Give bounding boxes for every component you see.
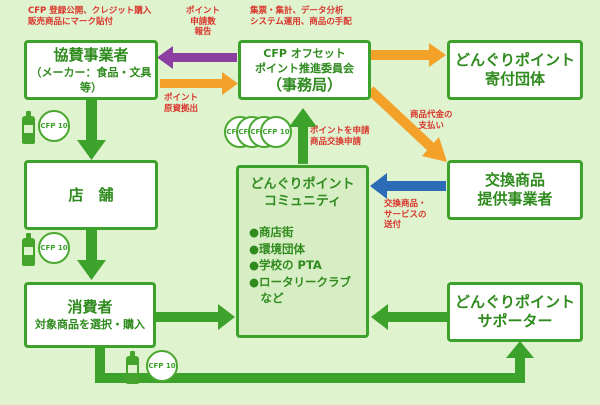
bottle-icon xyxy=(22,111,35,144)
arrow-apply xyxy=(289,108,317,164)
supporter-node: どんぐりポイント サポーター xyxy=(447,282,583,342)
consumer-subtitle: 対象商品を選択・購入 xyxy=(35,318,145,331)
supporter-line1: どんぐりポイント xyxy=(454,293,575,311)
label-point-fund: ポイント 原資拠出 xyxy=(164,93,199,114)
cfp-badge-icon: CFP 10 xyxy=(146,350,178,382)
community-title-line2: コミュニティ xyxy=(263,194,342,209)
supporter-line2: サポーター xyxy=(477,312,553,330)
community-item: ●商店街 xyxy=(249,225,294,239)
sponsor-node: 協賛事業者 （メーカー：食品・文具等） xyxy=(24,40,158,100)
arrow-shipping xyxy=(370,173,446,199)
office-node: CFP オフセット ポイント推進委員会 （事務局） xyxy=(238,40,371,100)
sponsor-subtitle: （メーカー：食品・文具等） xyxy=(30,65,152,94)
community-title: どんぐりポイント コミュニティ xyxy=(239,176,366,210)
donation-line2: 寄付団体 xyxy=(484,70,545,88)
community-item: ●学校の PTA xyxy=(249,258,322,272)
cfp-badge-icon: CFP 10 xyxy=(38,232,70,264)
arrow-consumer-community xyxy=(155,304,235,330)
arrow-point-report xyxy=(157,46,237,69)
arrow-consumer-supporter xyxy=(95,341,534,383)
donation-node: どんぐりポイント 寄付団体 xyxy=(447,40,583,100)
bottle-icon xyxy=(126,351,139,384)
community-title-line1: どんぐりポイント xyxy=(250,177,355,192)
consumer-node: 消費者 対象商品を選択・購入 xyxy=(24,282,156,348)
consumer-title: 消費者 xyxy=(67,298,113,316)
arrow-supporter-community xyxy=(371,304,447,330)
office-line1: CFP オフセット xyxy=(263,46,346,60)
exchange-line2: 提供事業者 xyxy=(477,190,553,208)
arrow-sponsor-store xyxy=(77,100,106,160)
label-payment: 商品代金の 支払い xyxy=(410,110,453,131)
label-admin-tasks: 集票・集計、データ分析 システム運用、商品の手配 xyxy=(250,6,352,27)
label-cfp-register: CFP 登録公開、クレジット購入 販売商品にマーク貼付 xyxy=(28,6,152,27)
office-line2: ポイント推進委員会 xyxy=(255,61,354,75)
label-point-report: ポイント 申請数 報告 xyxy=(186,6,221,37)
community-list: ●商店街 ●環境団体 ●学校の PTA ●ロータリークラブ など xyxy=(249,224,366,307)
arrow-store-consumer xyxy=(77,230,106,280)
exchange-line1: 交換商品 xyxy=(484,171,545,189)
arrow-point-fund xyxy=(160,72,238,95)
label-apply: ポイントを申請 商品交換申請 xyxy=(310,126,370,147)
store-node: 店 舗 xyxy=(24,160,158,230)
store-title: 店 舗 xyxy=(68,185,114,204)
arrow-payment xyxy=(366,86,447,162)
community-item: ●ロータリークラブ xyxy=(249,274,352,289)
arrow-to-donation xyxy=(371,43,446,67)
cfp-badge-icon: CFP 10 xyxy=(38,110,70,142)
community-item: など xyxy=(249,291,284,305)
office-line3: （事務局） xyxy=(266,75,342,94)
label-shipping: 交換商品・ サービスの 送付 xyxy=(384,199,427,230)
sponsor-title: 協賛事業者 xyxy=(53,45,129,64)
community-item: ●環境団体 xyxy=(249,241,306,256)
bottle-icon xyxy=(22,233,35,266)
cfp-badge-icon: CFP 10 xyxy=(260,116,292,148)
donation-line1: どんぐりポイント xyxy=(454,51,575,69)
community-node: どんぐりポイント コミュニティ ●商店街 ●環境団体 ●学校の PTA ●ロータ… xyxy=(236,165,369,338)
exchange-node: 交換商品 提供事業者 xyxy=(447,160,583,220)
